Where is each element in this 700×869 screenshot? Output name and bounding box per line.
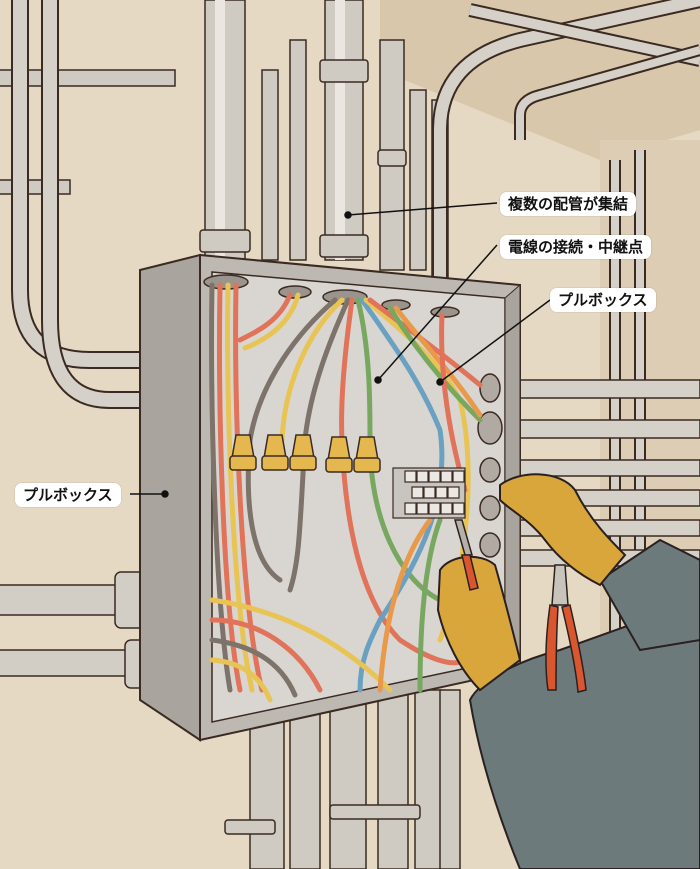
left-bent-conduits — [11, 0, 169, 409]
callout-leaders — [130, 202, 551, 498]
terminal-block — [392, 467, 466, 519]
wires — [209, 282, 483, 703]
hanging-pliers — [545, 564, 587, 693]
right-knockouts — [477, 373, 503, 558]
callout-pull-box-right: プルボックス — [550, 288, 656, 312]
wire-nuts — [229, 434, 381, 473]
callout-wire-connection: 電線の接続・中継点 — [500, 235, 652, 259]
bottom-vertical-conduits — [224, 689, 461, 869]
callout-pull-box-left: プルボックス — [15, 483, 121, 507]
callout-multiple-conduits: 複数の配管が集結 — [500, 192, 637, 216]
pliers-in-hand — [454, 519, 479, 591]
